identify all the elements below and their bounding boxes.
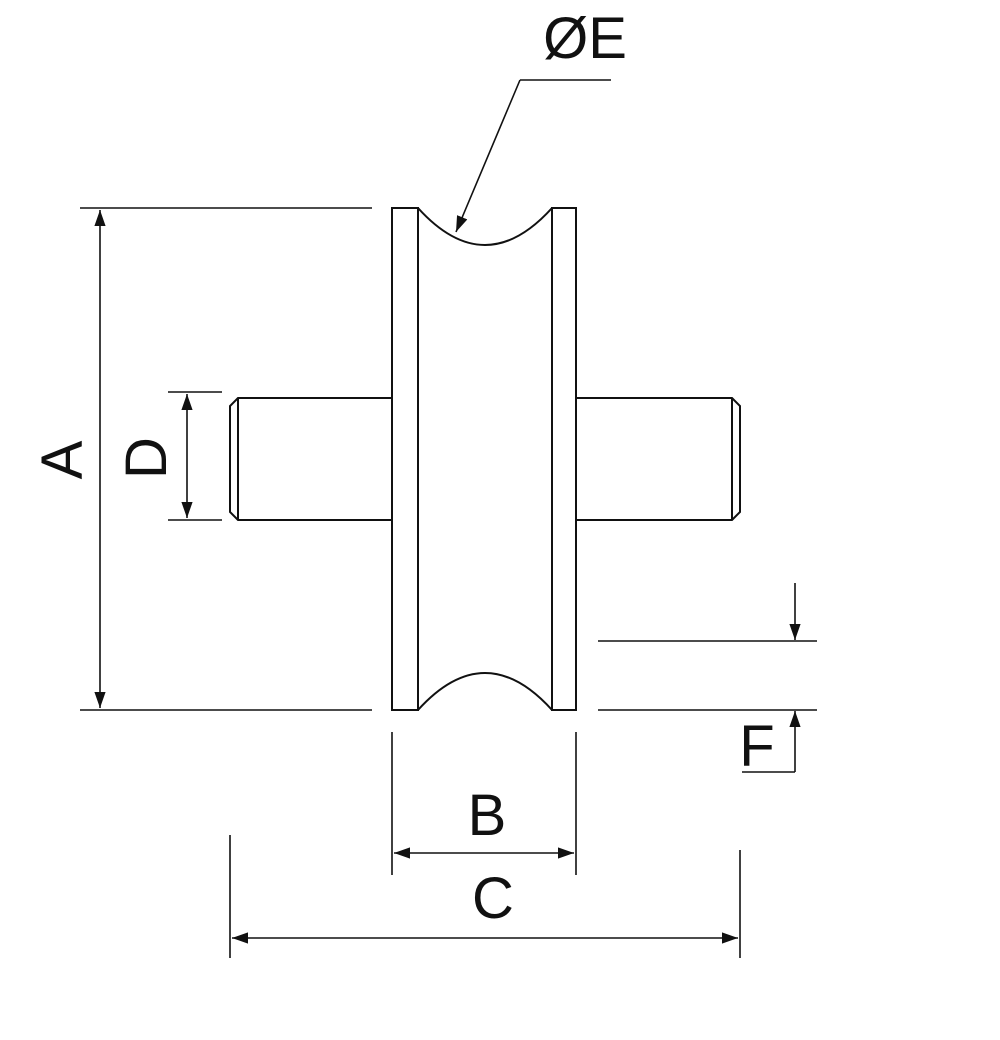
label-d: D (114, 437, 179, 479)
label-e: ØE (543, 6, 627, 71)
dimension-d (168, 391, 222, 521)
bottom-groove (417, 672, 553, 711)
dimension-a (80, 207, 372, 711)
dimension-b (391, 732, 577, 875)
dimension-c (229, 835, 741, 958)
label-f: F (739, 714, 774, 779)
dimension-f (598, 583, 817, 773)
pulley-wheel (391, 207, 577, 711)
left-flange (391, 207, 419, 711)
right-flange (551, 207, 577, 711)
left-shaft (229, 397, 392, 521)
top-groove (417, 207, 553, 246)
label-b: B (468, 783, 507, 848)
shaft (229, 397, 741, 521)
label-a: A (30, 440, 95, 479)
label-c: C (472, 866, 514, 931)
dimension-e-leader (455, 79, 611, 233)
right-shaft (576, 397, 741, 521)
